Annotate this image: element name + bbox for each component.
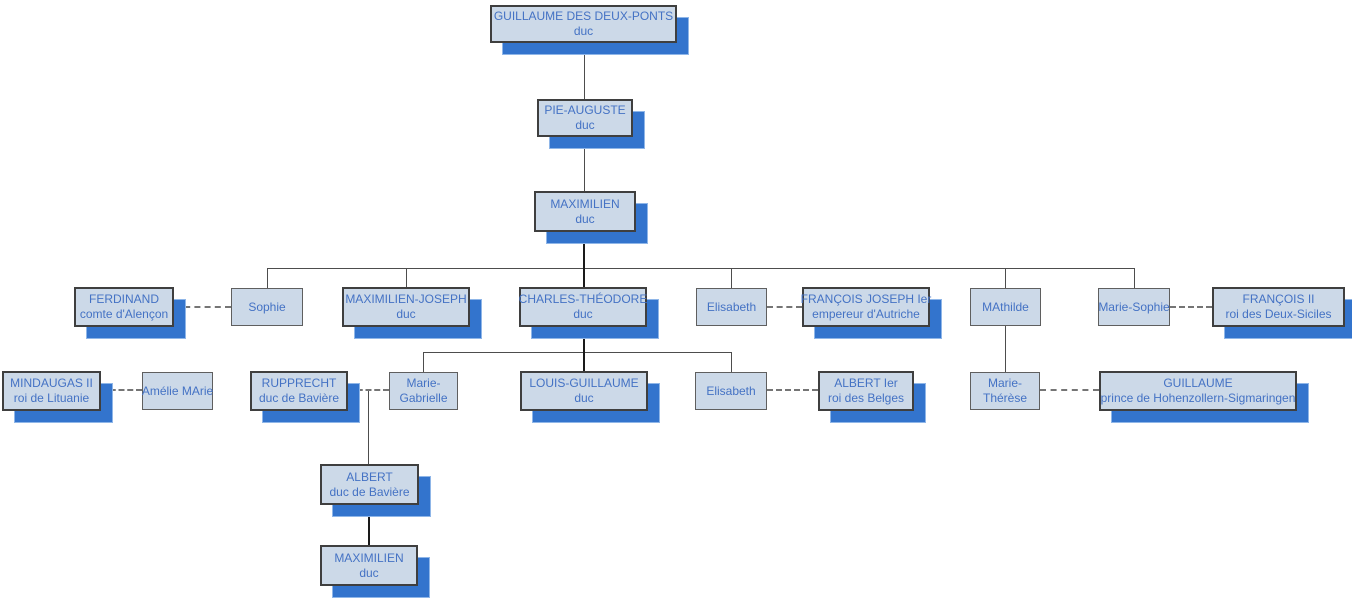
person-title: prince de Hohenzollern-Sigmaringen bbox=[1100, 391, 1296, 405]
descent-connector-line bbox=[583, 232, 585, 268]
person-title: roi des Belges bbox=[827, 391, 905, 405]
person-name: MAXIMILIEN bbox=[334, 550, 404, 565]
person-node-elisabeth-2[interactable]: Elisabeth bbox=[695, 372, 767, 410]
person-node-elisabeth-1[interactable]: Elisabeth bbox=[696, 288, 767, 326]
descent-connector-line bbox=[583, 268, 585, 287]
person-title: roi de Lituanie bbox=[13, 391, 90, 405]
person-name: PIE-AUGUSTE bbox=[544, 103, 626, 117]
person-title: empereur d'Autriche bbox=[812, 307, 920, 321]
person-name: Marie- bbox=[987, 376, 1022, 390]
person-title: Gabrielle bbox=[399, 391, 448, 405]
person-node-sophie[interactable]: Sophie bbox=[231, 288, 303, 326]
person-title: Thérèse bbox=[982, 391, 1028, 405]
person-node-amelie-marie[interactable]: Amélie MArie bbox=[142, 372, 213, 410]
person-name: Marie-Sophie bbox=[1098, 299, 1170, 314]
person-title: comte d'Alençon bbox=[79, 307, 169, 321]
person-title: duc bbox=[396, 307, 416, 321]
person-title: duc bbox=[574, 391, 594, 405]
descent-connector-line bbox=[423, 352, 424, 372]
descent-connector-line bbox=[406, 268, 407, 287]
marriage-connector-line bbox=[767, 306, 802, 308]
person-name: Sophie bbox=[248, 299, 286, 314]
marriage-connector-line bbox=[101, 389, 142, 391]
person-node-marie-therese[interactable]: Marie-Thérèse bbox=[970, 372, 1040, 410]
person-title: duc bbox=[573, 307, 593, 321]
person-name: FRANÇOIS II bbox=[1242, 292, 1315, 306]
person-title: duc bbox=[573, 24, 594, 38]
descent-connector-line bbox=[267, 268, 1134, 269]
person-node-marie-gabrielle[interactable]: Marie-Gabrielle bbox=[389, 372, 458, 410]
descent-connector-line bbox=[584, 137, 585, 191]
descent-connector-line bbox=[368, 505, 370, 545]
descent-connector-line bbox=[1134, 268, 1135, 288]
person-name: ALBERT Ier bbox=[834, 376, 898, 390]
person-title: duc bbox=[575, 118, 595, 132]
descent-connector-line bbox=[368, 390, 369, 464]
descent-connector-line bbox=[731, 268, 732, 288]
descent-connector-line bbox=[423, 352, 731, 353]
person-title: roi des Deux-Siciles bbox=[1225, 307, 1332, 321]
descent-connector-line bbox=[731, 352, 732, 372]
person-name: MAthilde bbox=[982, 299, 1029, 314]
descent-connector-line bbox=[267, 268, 268, 288]
person-name: CHARLES-THÉODORE bbox=[518, 292, 648, 306]
descent-connector-line bbox=[1005, 268, 1006, 288]
marriage-connector-line bbox=[174, 306, 231, 308]
person-name: RUPPRECHT bbox=[261, 376, 337, 390]
person-name: FERDINAND bbox=[88, 292, 159, 306]
descent-connector-line bbox=[583, 327, 585, 352]
person-name: MINDAUGAS II bbox=[10, 376, 93, 390]
marriage-connector-line bbox=[348, 389, 389, 391]
person-title: duc bbox=[359, 565, 379, 580]
person-title: duc de Bavière bbox=[258, 391, 340, 405]
person-name: MAXIMILIEN-JOSEPH bbox=[345, 292, 467, 306]
person-title: duc de Bavière bbox=[329, 484, 410, 499]
person-name: GUILLAUME bbox=[1163, 376, 1233, 390]
marriage-connector-line bbox=[1040, 389, 1099, 391]
person-name: Amélie MArie bbox=[141, 383, 214, 398]
marriage-connector-line bbox=[1170, 306, 1212, 308]
person-node-mathilde[interactable]: MAthilde bbox=[970, 288, 1041, 326]
person-name: LOUIS-GUILLAUME bbox=[529, 376, 639, 390]
descent-connector-line bbox=[583, 352, 585, 371]
marriage-connector-line bbox=[767, 389, 818, 391]
descent-connector-line bbox=[1005, 326, 1006, 372]
person-name: MAXIMILIEN bbox=[550, 196, 620, 211]
person-name: FRANÇOIS JOSEPH Ier bbox=[800, 292, 932, 306]
person-name: Marie- bbox=[406, 376, 441, 390]
person-title: duc bbox=[575, 211, 595, 226]
person-name: ALBERT bbox=[346, 469, 393, 484]
person-name: Elisabeth bbox=[706, 383, 756, 398]
person-name: GUILLAUME DES DEUX-PONTS bbox=[493, 9, 674, 23]
person-name: Elisabeth bbox=[706, 299, 757, 314]
descent-connector-line bbox=[584, 43, 585, 99]
person-node-marie-sophie[interactable]: Marie-Sophie bbox=[1098, 288, 1170, 326]
